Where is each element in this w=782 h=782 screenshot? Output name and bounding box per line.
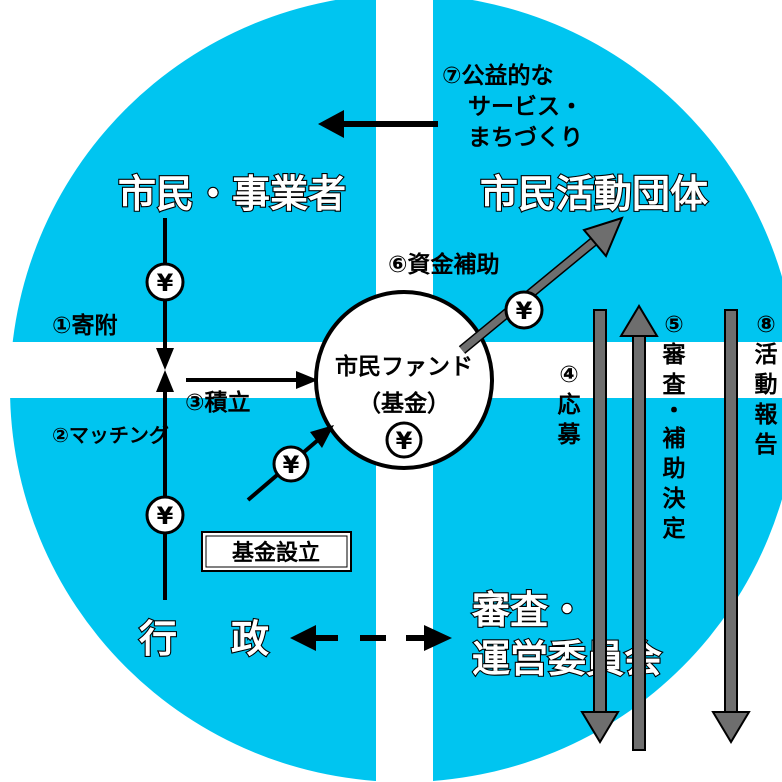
committee-label-2: 運営委員会 [472,637,662,681]
step5-char-6: 決 [663,486,687,512]
service-arrow [318,110,438,138]
fund-subtitle: （基金） [358,390,450,417]
step8-char-4: 告 [755,432,778,458]
fund-setup-box: 基金設立 [201,531,352,572]
step8-char-3: 報 [755,401,779,428]
step5-char-3: ・ [663,398,686,424]
matching-arrow [156,370,174,600]
report-arrow [711,309,751,744]
yen-badge-subsidy: ¥ [504,290,544,330]
step5-char-1: 審 [662,341,687,368]
step7-line3: まちづくり [468,125,583,151]
step5-char-7: 定 [663,515,686,542]
decision-arrow [619,304,659,751]
step6-label: ⑥資金補助 [388,251,499,278]
step8-char-0: ⑧ [756,312,775,338]
step5-char-0: ⑤ [664,312,683,338]
fund-node: 市民ファンド （基金） ¥ [314,290,494,470]
yen-badge-setup: ¥ [272,445,310,483]
yen-symbol: ¥ [516,297,533,325]
step5-char-2: 査 [663,372,686,398]
citizens-label: 市民・事業者 [118,172,346,216]
step7-line2: サービス・ [468,94,583,120]
step4-char-2: 募 [557,422,582,448]
yen-badge-matching: ¥ [145,495,185,535]
government-label-1: 行 [139,617,177,661]
step5-char-5: 助 [663,455,686,482]
step4-char-1: 応 [558,391,581,418]
step3-label: ③積立 [185,389,250,416]
coordination-arrow [290,625,452,651]
step7-line1: ⑦公益的な [442,62,553,89]
step4-char-0: ④ [559,362,578,388]
yen-symbol: ¥ [157,502,174,530]
groups-label: 市民活動団体 [480,172,708,216]
reserve-arrow [186,371,318,389]
yen-badge-donation: ¥ [145,262,185,302]
fund-title: 市民ファンド [335,353,473,380]
step8-char-2: 動 [755,372,778,398]
yen-symbol: ¥ [396,427,413,455]
committee-label-1: 審査・ [471,588,586,632]
yen-symbol: ¥ [157,269,174,297]
step5-char-4: 補 [662,426,686,452]
step1-label: ①寄附 [52,312,117,339]
fund-setup-label: 基金設立 [232,540,320,566]
step2-label: ②マッチング [52,423,169,447]
government-label-2: 政 [231,617,269,661]
step8-char-1: 活 [755,342,778,368]
yen-symbol: ¥ [283,451,300,479]
application-arrow [580,309,620,744]
